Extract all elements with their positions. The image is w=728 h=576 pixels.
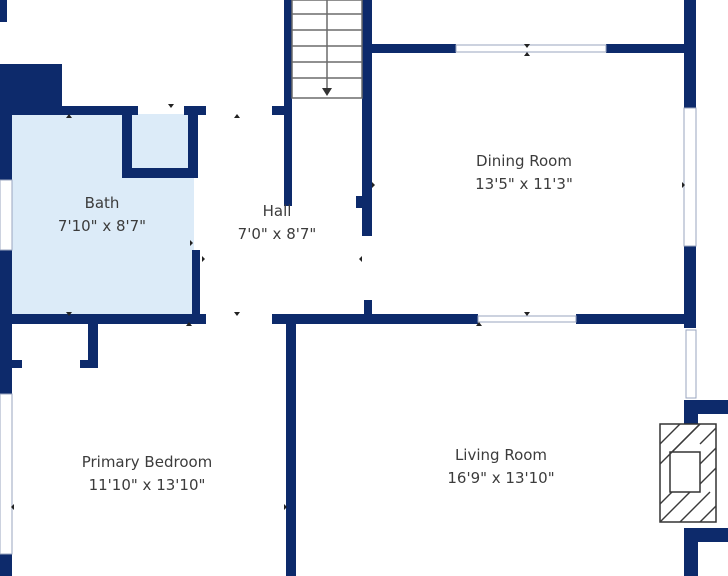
room-dims-dining: 13'5" x 11'3" bbox=[475, 175, 573, 193]
stair-direction-arrow-icon bbox=[322, 88, 332, 96]
room-dims-living: 16'9" x 13'10" bbox=[447, 469, 554, 487]
window bbox=[0, 393, 13, 555]
window bbox=[685, 329, 697, 399]
staircase bbox=[291, 0, 363, 99]
window bbox=[477, 315, 577, 323]
window bbox=[683, 107, 697, 247]
room-dims-primary-bedroom: 11'10" x 13'10" bbox=[89, 476, 206, 494]
window bbox=[455, 44, 607, 53]
room-dims-bath: 7'10" x 8'7" bbox=[58, 217, 146, 235]
bath-floor bbox=[12, 114, 194, 316]
room-name-bath: Bath bbox=[85, 194, 120, 212]
room-name-hall: Hall bbox=[263, 202, 292, 220]
door-markers bbox=[11, 44, 685, 510]
windows bbox=[0, 44, 697, 555]
fireplace bbox=[659, 423, 717, 523]
room-name-living: Living Room bbox=[455, 446, 547, 464]
window bbox=[0, 179, 13, 251]
room-name-primary-bedroom: Primary Bedroom bbox=[82, 453, 213, 471]
room-dims-hall: 7'0" x 8'7" bbox=[238, 225, 317, 243]
chimney-block bbox=[4, 64, 62, 114]
room-name-dining: Dining Room bbox=[476, 152, 572, 170]
